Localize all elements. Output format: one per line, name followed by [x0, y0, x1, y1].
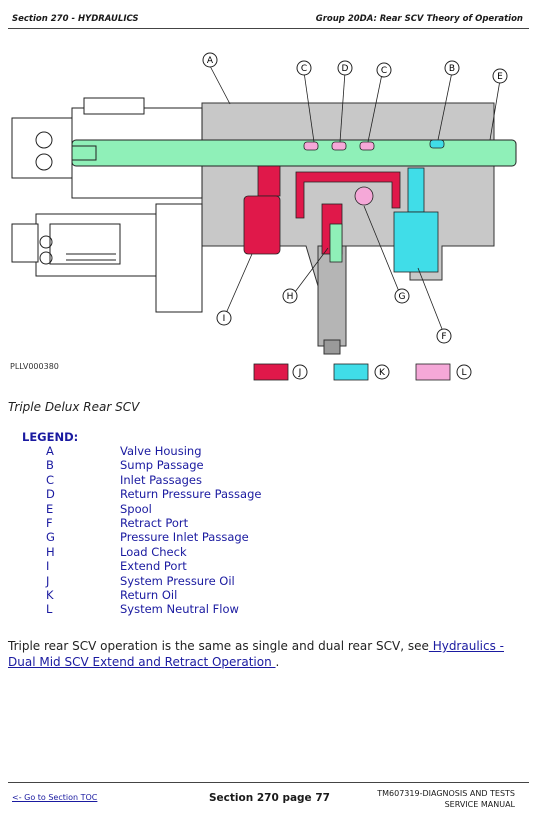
- legend-item: A Valve Housing: [46, 444, 346, 458]
- page-number: Section 270 page 77: [209, 792, 330, 804]
- legend-key: C: [46, 472, 55, 487]
- legend-key: K: [46, 587, 54, 602]
- legend-label: Pressure Inlet Passage: [120, 530, 249, 545]
- legend-label: System Pressure Oil: [120, 573, 235, 588]
- legend-key: H: [46, 544, 55, 559]
- legend-item: H Load Check: [46, 545, 346, 559]
- legend-item: B Sump Passage: [46, 458, 346, 472]
- legend-key: J: [46, 573, 50, 588]
- housing-lower-stem: [317, 245, 347, 347]
- legend-label: Load Check: [120, 544, 187, 559]
- legend-key: F: [46, 515, 53, 530]
- svg-text:I: I: [223, 314, 226, 324]
- svg-text:C: C: [301, 64, 307, 74]
- figure-id: PLLV000380: [10, 362, 59, 371]
- callout-f: F: [436, 328, 452, 344]
- svg-text:H: H: [287, 292, 294, 302]
- manual-line-1: TM607319-DIAGNOSIS AND TESTS: [377, 789, 515, 798]
- load-check: [329, 223, 343, 263]
- manual-line-2: SERVICE MANUAL: [444, 800, 515, 809]
- spool-left-end: [71, 145, 97, 161]
- callout-g: G: [394, 288, 410, 304]
- svg-text:D: D: [342, 64, 349, 74]
- housing-stem-tip: [323, 339, 341, 355]
- legend-item: E Spool: [46, 502, 346, 516]
- legend-key: L: [46, 602, 53, 617]
- swatch-l-label: L: [461, 368, 466, 378]
- header-rule: [8, 28, 529, 29]
- footer-rule: [8, 782, 529, 783]
- body-paragraph: Triple rear SCV operation is the same as…: [8, 638, 523, 670]
- legend-label: Valve Housing: [120, 444, 202, 458]
- legend-title: LEGEND:: [22, 430, 79, 444]
- callout-h: H: [282, 288, 298, 304]
- callouts: A C D C B E F G H I: [202, 52, 508, 344]
- legend-item: G Pressure Inlet Passage: [46, 530, 346, 544]
- manual-title: TM607319-DIAGNOSIS AND TESTS SERVICE MAN…: [377, 788, 515, 810]
- legend-label: Spool: [120, 501, 152, 516]
- leader-lines: [209, 65, 501, 335]
- legend-label: Extend Port: [120, 559, 187, 574]
- spool: [71, 139, 517, 167]
- color-key: J K L: [253, 363, 472, 381]
- legend-item: J System Pressure Oil: [46, 574, 346, 588]
- svg-text:F: F: [441, 332, 446, 342]
- return-passages: [393, 139, 445, 273]
- legend-item: D Return Pressure Passage: [46, 487, 346, 501]
- legend-label: Return Oil: [120, 587, 178, 602]
- group-title: Group 20DA: Rear SCV Theory of Operation: [315, 14, 523, 24]
- legend-item: K Return Oil: [46, 588, 346, 602]
- legend-label: Sump Passage: [120, 458, 204, 473]
- dual-mid-scv-link[interactable]: Hydraulics - Dual Mid SCV Extend and Ret…: [8, 639, 504, 669]
- figure-caption: Triple Delux Rear SCV: [8, 400, 140, 414]
- callout-e: E: [492, 68, 508, 84]
- svg-text:E: E: [497, 72, 503, 82]
- scv-diagram: A C D C B E F G H I J K L: [11, 52, 517, 381]
- legend-key: D: [46, 487, 55, 502]
- svg-text:C: C: [381, 66, 387, 76]
- legend-item: C Inlet Passages: [46, 473, 346, 487]
- legend-key: E: [46, 501, 54, 516]
- callout-c-1: C: [296, 60, 312, 76]
- page-header: Section 270 - HYDRAULICS Group 20DA: Rea…: [8, 10, 529, 26]
- swatch-k-label: K: [379, 368, 386, 378]
- paragraph-text: Triple rear SCV operation is the same as…: [8, 639, 429, 653]
- legend-label: Retract Port: [120, 515, 189, 530]
- section-toc-link[interactable]: <- Go to Section TOC: [12, 793, 98, 802]
- left-assembly: [11, 97, 203, 313]
- paragraph-end: .: [275, 655, 280, 669]
- swatch-j-label: J: [298, 368, 302, 378]
- swatch-l: [415, 363, 451, 381]
- legend-item: I Extend Port: [46, 559, 346, 573]
- legend-key: I: [46, 559, 50, 574]
- section-title: Section 270 - HYDRAULICS: [12, 14, 139, 24]
- callout-d: D: [337, 60, 353, 76]
- callout-i: I: [216, 310, 232, 326]
- legend-label: Return Pressure Passage: [120, 487, 262, 502]
- callout-b: B: [444, 60, 460, 76]
- svg-text:A: A: [207, 56, 214, 66]
- legend-key: G: [46, 530, 55, 545]
- swatch-k: [333, 363, 369, 381]
- legend-key: A: [46, 444, 54, 458]
- svg-text:G: G: [399, 292, 406, 302]
- legend-key: B: [46, 458, 54, 473]
- legend-label: Inlet Passages: [120, 472, 202, 487]
- legend-label: System Neutral Flow: [120, 602, 239, 617]
- neutral-flow-passages: [303, 141, 375, 206]
- legend-item: L System Neutral Flow: [46, 602, 346, 616]
- legend-item: F Retract Port: [46, 516, 346, 530]
- callout-a: A: [202, 52, 218, 68]
- svg-text:B: B: [449, 64, 455, 74]
- swatch-j: [253, 363, 289, 381]
- callout-c-2: C: [376, 62, 392, 78]
